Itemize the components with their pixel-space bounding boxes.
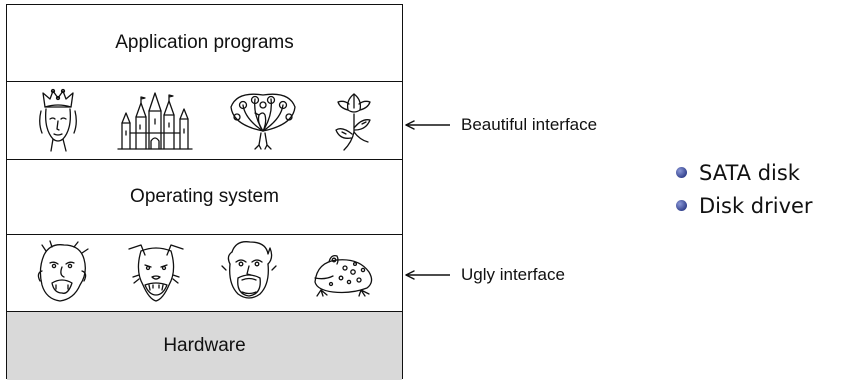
grotesque-face-icon — [34, 241, 90, 305]
peacock-icon — [227, 89, 299, 153]
hardware-layer: Hardware — [7, 312, 402, 380]
queen-icon — [33, 89, 83, 153]
bullet-dot-icon — [676, 200, 687, 211]
beautiful-interface-annotation: Beautiful interface — [404, 115, 597, 135]
castle-icon — [116, 89, 194, 153]
beautiful-interface-label: Beautiful interface — [461, 115, 597, 135]
hardware-layer-label: Hardware — [163, 335, 245, 357]
screaming-man-icon — [222, 240, 276, 306]
ugly-interface-layer — [7, 235, 402, 312]
application-layer-label: Application programs — [115, 32, 293, 54]
ugly-interface-label: Ugly interface — [461, 265, 565, 285]
left-arrow-icon — [404, 268, 452, 282]
bullet-item: SATA disk — [676, 156, 813, 189]
beautiful-interface-layer — [7, 82, 402, 160]
os-layer-label: Operating system — [130, 186, 279, 208]
toad-icon — [311, 248, 375, 298]
os-layer: Operating system — [7, 160, 402, 235]
layer-stack: Application programs — [6, 4, 403, 379]
bullet-text: SATA disk — [699, 161, 800, 185]
ugly-interface-annotation: Ugly interface — [404, 265, 565, 285]
left-arrow-icon — [404, 118, 452, 132]
bullet-item: Disk driver — [676, 189, 813, 222]
bullet-dot-icon — [676, 167, 687, 178]
bullet-text: Disk driver — [699, 194, 813, 218]
snarling-dog-icon — [125, 241, 187, 305]
flower-icon — [332, 88, 376, 154]
application-layer: Application programs — [7, 5, 402, 82]
bullet-list: SATA disk Disk driver — [676, 156, 813, 222]
